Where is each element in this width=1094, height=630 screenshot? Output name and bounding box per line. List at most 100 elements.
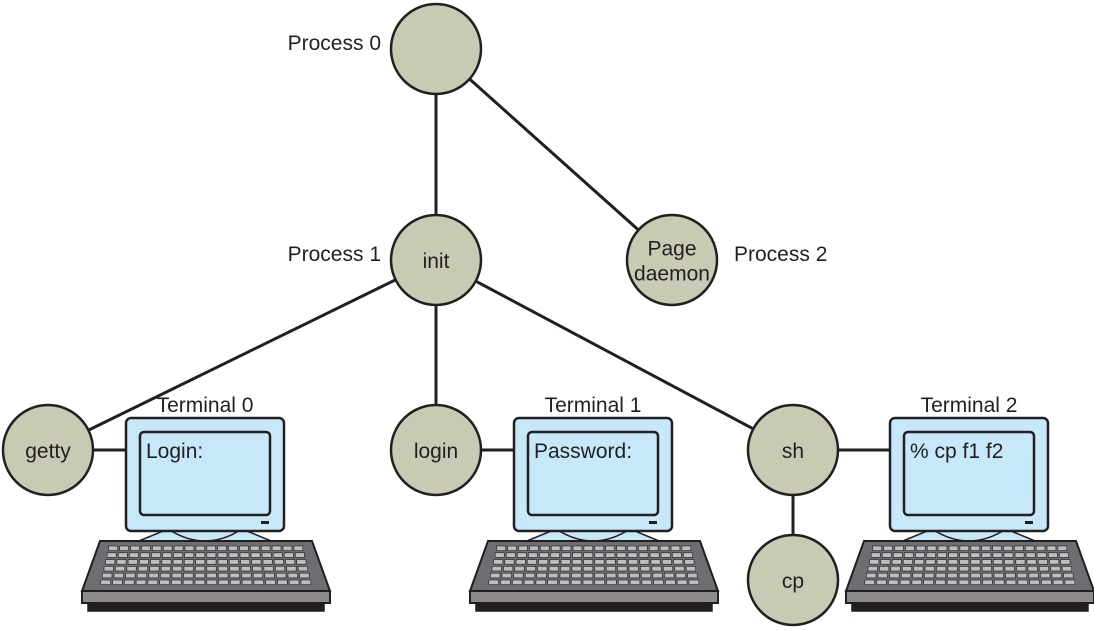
keyboard-key (1057, 545, 1068, 551)
keyboard-key (660, 552, 671, 558)
node-getty-label: getty (25, 440, 71, 463)
keyboard-key (948, 559, 958, 565)
keyboard-key (230, 579, 241, 585)
keyboard-key (594, 579, 605, 585)
keyboard-key (594, 572, 605, 579)
keyboard-key (674, 566, 685, 572)
keyboard-key (652, 572, 663, 579)
keyboard-key (903, 559, 913, 565)
keyboard-key (1005, 579, 1017, 585)
keyboard-key (1035, 545, 1046, 551)
keyboard-key (981, 552, 992, 558)
node-login-label: login (414, 440, 458, 463)
keyboard-key (683, 552, 693, 558)
keyboard-key (970, 552, 981, 558)
keyboard-key (890, 566, 901, 572)
keyboard-key (239, 545, 249, 551)
keyboard-key (888, 579, 899, 585)
keyboard-key (182, 579, 194, 585)
keyboard-key (640, 566, 651, 572)
keyboard-key (140, 552, 150, 558)
keyboard-key (240, 566, 251, 572)
terminal2-screen (902, 430, 1036, 517)
keyboard-key (1004, 566, 1015, 572)
keyboard-key (173, 552, 183, 558)
keyboard-key (653, 579, 664, 585)
keyboard-key (883, 545, 893, 551)
keyboard-key (282, 545, 293, 551)
keyboard-key (490, 572, 501, 579)
keyboard-key (195, 552, 206, 558)
keyboard-key (891, 559, 902, 565)
terminal2-keyboard (844, 540, 1094, 612)
keyboard-key (571, 572, 582, 579)
keyboard-key (901, 566, 912, 572)
terminal1-screen-text: Password: (534, 440, 632, 463)
keyboard-key (867, 566, 878, 572)
keyboard-key (264, 572, 275, 579)
keyboard-key (665, 579, 676, 585)
keyboard-key (606, 572, 617, 579)
keyboard-key (627, 545, 637, 551)
keyboard-key (183, 566, 194, 572)
keyboard-key (925, 559, 936, 565)
keyboard-key (561, 552, 571, 558)
node-init-circle (389, 213, 483, 307)
keyboard-key (1064, 579, 1076, 585)
keyboard-key (889, 572, 900, 579)
keyboard-key (594, 545, 604, 551)
keyboard-key (206, 552, 217, 558)
keyboard-key (582, 579, 594, 585)
keyboard-key (1060, 559, 1071, 565)
keyboard-key (507, 545, 517, 551)
keyboard-key (1016, 572, 1028, 579)
keyboard-key (894, 545, 904, 551)
keyboard-key (547, 579, 558, 585)
keyboard-key (959, 545, 970, 551)
keyboard-key (288, 579, 300, 585)
keyboard-key (663, 566, 674, 572)
keyboard-key (560, 566, 571, 572)
node-init-process-label: Process 1 (288, 243, 381, 266)
keyboard-key (501, 572, 512, 579)
keyboard-key (514, 566, 525, 572)
keyboard-key (493, 559, 504, 565)
node-sh-circle (746, 403, 840, 497)
keyboard-key (1051, 572, 1062, 579)
keyboard-key (560, 559, 571, 565)
keyboard-key (970, 579, 981, 585)
keyboard-key (958, 579, 970, 585)
keyboard-key (119, 545, 129, 551)
keyboard-key (537, 566, 548, 572)
keyboard-key (993, 572, 1004, 579)
keyboard-key (893, 552, 903, 558)
keyboard-key (912, 572, 923, 579)
keyboard-key (184, 559, 194, 565)
keyboard-key (195, 545, 206, 551)
keyboard-key (651, 566, 662, 572)
keyboard-key (1040, 572, 1051, 579)
keyboard-key (870, 552, 881, 558)
keyboard-key (538, 559, 549, 565)
keyboard-key (136, 572, 148, 579)
keyboard-key (994, 579, 1005, 585)
keyboard-key (548, 566, 559, 572)
keyboard-key (992, 545, 1002, 551)
keyboard-key (1003, 545, 1013, 551)
keyboard-key (915, 552, 925, 558)
keyboard-key (539, 552, 549, 558)
keyboard-key (528, 552, 538, 558)
keyboard-key (149, 566, 160, 572)
keyboard-key (981, 566, 992, 572)
keyboard-key (570, 579, 582, 585)
keyboard-key (162, 545, 173, 551)
keyboard-key (1005, 572, 1016, 579)
keyboard-key (947, 566, 958, 572)
keyboard-key (217, 545, 227, 551)
keyboard-key (296, 559, 307, 565)
keyboard-key (206, 559, 217, 565)
keyboard-key (240, 559, 251, 565)
keyboard-key (605, 545, 615, 551)
keyboard-key (297, 566, 308, 572)
